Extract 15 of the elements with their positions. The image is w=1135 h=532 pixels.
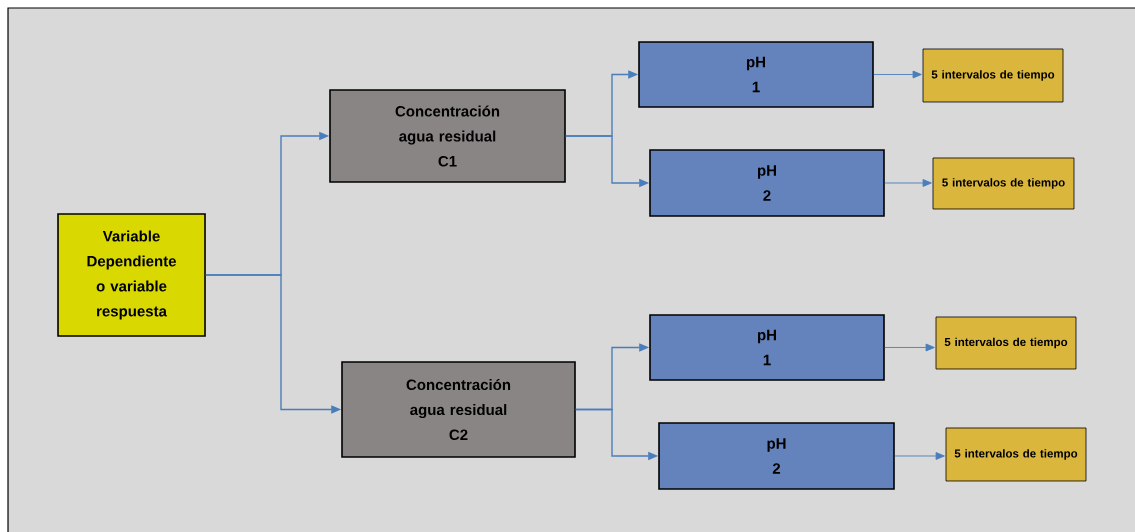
variable-box: Variable Dependiente o variable respuesta (57, 213, 206, 337)
ph-box: pH 2 (658, 422, 895, 490)
time-box: 5 intervalos de tiempo (935, 316, 1077, 370)
time-box: 5 intervalos de tiempo (932, 157, 1075, 210)
ph-box: pH 2 (649, 149, 885, 217)
arrow (884, 179, 932, 187)
ph-box: pH 1 (649, 314, 885, 381)
arrow (894, 452, 945, 460)
time-box: 5 intervalos de tiempo (922, 48, 1064, 103)
ph-box: pH 1 (638, 41, 874, 108)
arrow (884, 343, 935, 352)
time-box: 5 intervalos de tiempo (945, 427, 1087, 482)
concentration-box: Concentración agua residual C2 (341, 361, 576, 458)
arrow (873, 70, 922, 79)
concentration-box: Concentración agua residual C1 (329, 89, 566, 183)
